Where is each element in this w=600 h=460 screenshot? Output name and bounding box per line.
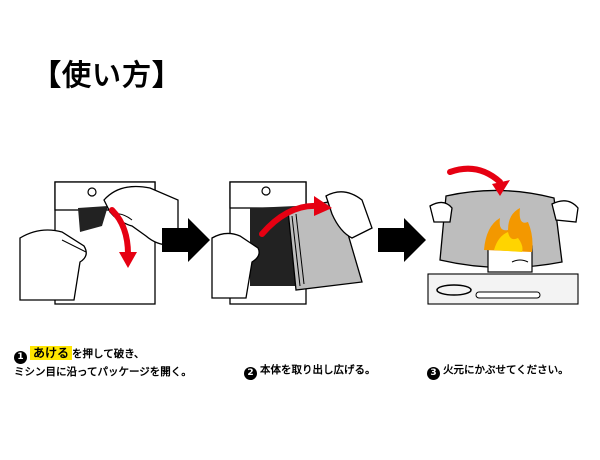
- page-title: 【使い方】: [32, 58, 183, 92]
- stove-knob-bar: [475, 291, 541, 299]
- step-arrow-1: [162, 218, 210, 262]
- red-arrow-tear: [109, 207, 131, 257]
- red-arrow-pull: [259, 202, 321, 237]
- step1-highlight: あける: [30, 346, 73, 360]
- step3-number: 3: [427, 367, 440, 380]
- step-arrow-2: [378, 218, 426, 262]
- inner-pack: [250, 206, 300, 286]
- torn-opening: [78, 206, 108, 232]
- right-hand: [325, 191, 373, 239]
- left-hand: [211, 232, 260, 299]
- step1-line2: ミシン目に沿ってパッケージを開く。: [14, 366, 192, 378]
- left-hand: [429, 201, 453, 223]
- right-hand: [551, 200, 579, 223]
- hang-hole: [87, 187, 97, 197]
- step2-text: 本体を取り出し広げる。: [260, 364, 376, 376]
- step3-illustration: [427, 165, 579, 305]
- step1-illustration: [19, 181, 179, 305]
- step2-illustration: [211, 181, 373, 305]
- burner-ring: [436, 284, 472, 296]
- step2-number: 2: [244, 367, 257, 380]
- left-hand: [19, 229, 87, 301]
- red-arrow-cover: [447, 165, 503, 185]
- step3-text: 火元にかぶせてください。: [443, 364, 569, 376]
- flame: [484, 208, 533, 252]
- stovetop: [427, 273, 579, 305]
- step1-line1: を押して破き、: [72, 348, 145, 360]
- step1-number: 1: [14, 351, 27, 364]
